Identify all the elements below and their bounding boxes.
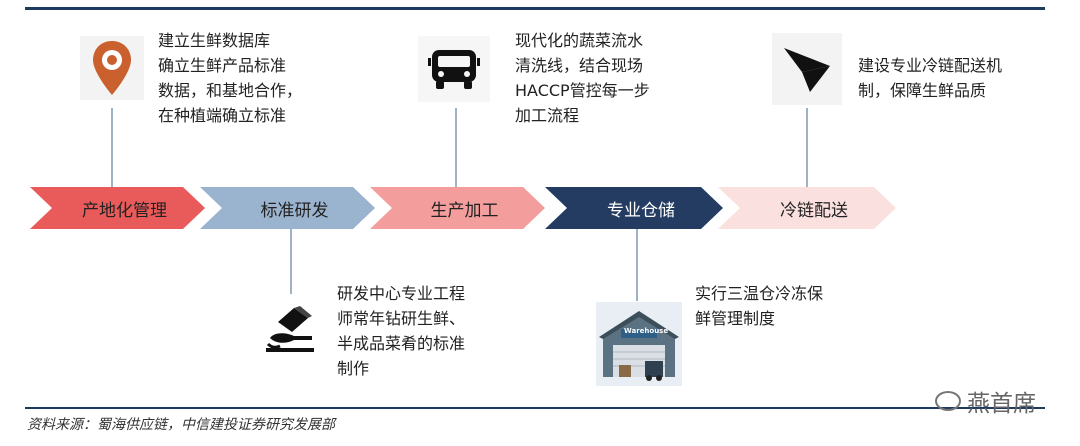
wechat-icon (935, 391, 961, 411)
watermark: 燕首席 (935, 384, 1036, 418)
delivery-icon-box (772, 33, 842, 105)
source-note: 资料来源：蜀海供应链，中信建投证券研究发展部 (27, 417, 335, 433)
top-rule (25, 7, 1045, 10)
warehouse-sign: Warehouse (624, 327, 669, 335)
stage-origin-label: 产地化管理 (82, 200, 167, 221)
bus-icon (428, 50, 480, 89)
note-delivery: 建设专业冷链配送机 制，保障生鲜品质 (858, 56, 1003, 100)
stage-rnd: 标准研发 (200, 187, 375, 229)
stage-storage: 专业仓储 (545, 187, 723, 229)
note-processing: 现代化的蔬菜流水 清洗线，结合现场 HACCP管控每一步 加工流程 (515, 31, 650, 125)
stage-delivery-label: 冷链配送 (780, 200, 848, 221)
stage-delivery: 冷链配送 (718, 187, 896, 229)
warehouse-icon (599, 311, 679, 381)
rnd-icon-box (258, 296, 324, 362)
storage-icon-box: Warehouse (596, 302, 682, 386)
connector-storage (636, 229, 638, 301)
watermark-text: 燕首席 (967, 391, 1036, 417)
note-rnd: 研发中心专业工程 师常年钻研生鲜、 半成品菜肴的标准 制作 (337, 284, 466, 378)
bottom-rule (25, 407, 1045, 409)
stage-origin: 产地化管理 (30, 187, 205, 229)
origin-icon-box (80, 36, 144, 100)
note-storage: 实行三温仓冷冻保 鲜管理制度 (695, 284, 824, 328)
stage-processing-label: 生产加工 (430, 200, 499, 221)
connector-rnd (290, 229, 292, 294)
paper-plane-icon (784, 48, 830, 92)
connector-origin (111, 108, 113, 187)
stage-storage-label: 专业仓储 (607, 200, 675, 221)
processing-icon-box (418, 36, 490, 102)
stage-processing: 生产加工 (370, 187, 545, 229)
location-pin-icon (93, 41, 131, 95)
note-origin: 建立生鲜数据库 确立生鲜产品标准 数据，和基地合作， 在种植端确立标准 (158, 31, 303, 125)
connector-processing (455, 108, 457, 187)
stage-rnd-label: 标准研发 (260, 200, 329, 221)
chef-hat-icon (266, 306, 314, 352)
connector-delivery (806, 108, 808, 187)
